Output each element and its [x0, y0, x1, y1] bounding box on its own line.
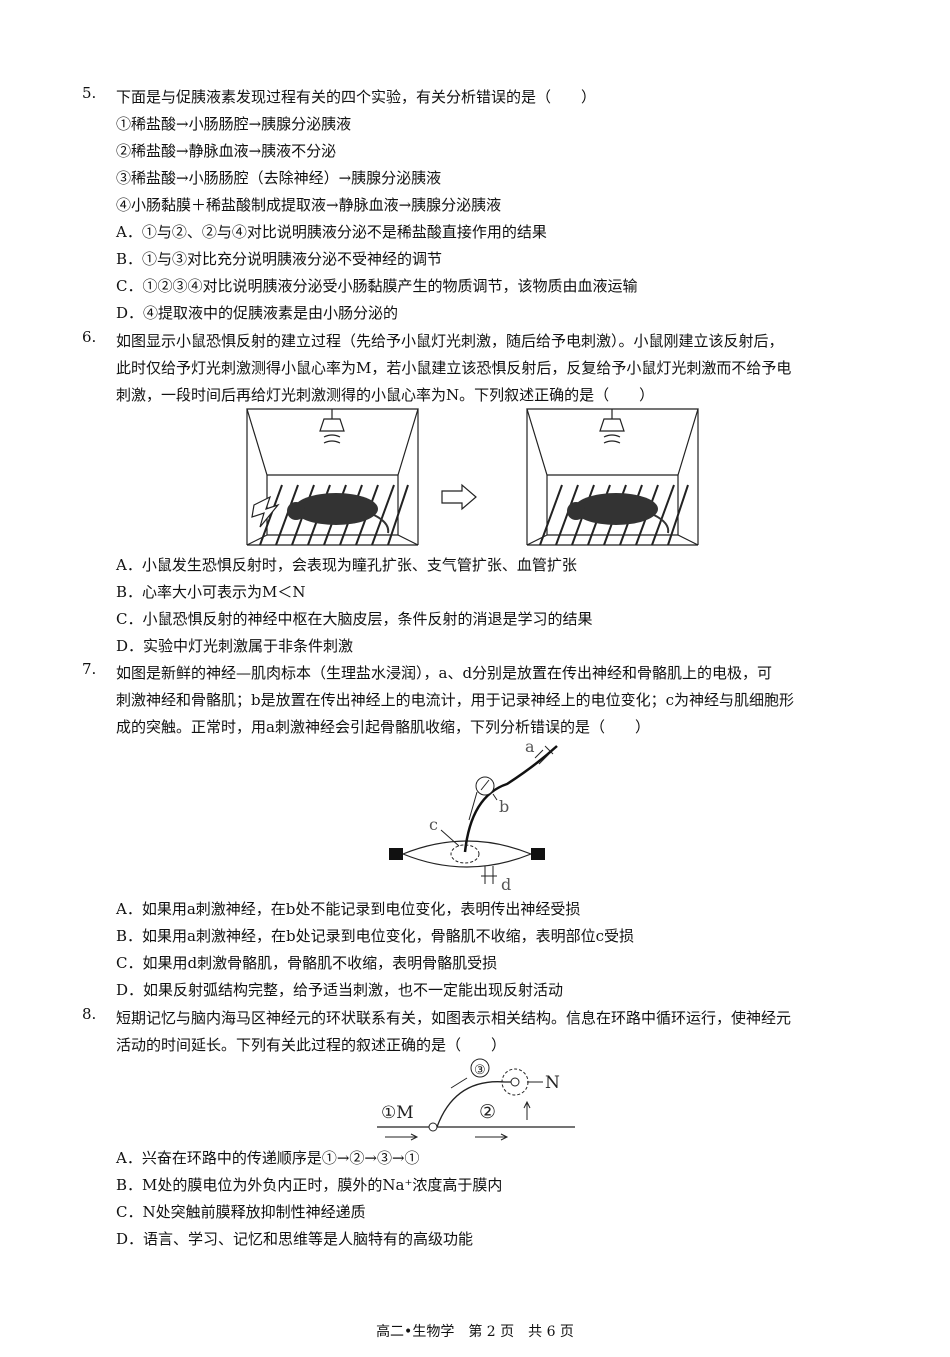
question-6: 6. 如图显示小鼠恐惧反射的建立过程（先给予小鼠灯光刺激，随后给予电刺激）。小鼠…: [82, 328, 890, 409]
muscle-tendon-left: [389, 848, 403, 860]
option-d: D．语言、学习、记忆和思维等是人脑特有的高级功能: [116, 1230, 474, 1248]
right-cage: [526, 408, 699, 546]
galvanometer-b-icon: [475, 776, 495, 796]
label-m: ①M: [381, 1103, 414, 1123]
label-d: d: [501, 875, 511, 894]
question-number: 5.: [82, 84, 97, 102]
label-b: b: [499, 797, 509, 816]
option-c: C．小鼠恐惧反射的神经中枢在大脑皮层，条件反射的消退是学习的结果: [116, 610, 593, 628]
electrode-d: [481, 866, 497, 884]
option-b: B．M处的膜电位为外负内正时，膜外的Na⁺浓度高于膜内: [116, 1176, 503, 1194]
neural-loop-figure: ①M N ③ ②: [377, 1058, 575, 1141]
question-stem-line: 刺激，一段时间后再给灯光刺激测得的小鼠心率为N。下列叙述正确的是（ ）: [116, 386, 655, 404]
question-number: 8.: [82, 1005, 97, 1023]
option-c: C．如果用d刺激骨骼肌，骨骼肌不收缩，表明骨骼肌受损: [116, 954, 498, 972]
experiment-item: ③稀盐酸→小肠肠腔（去除神经）→胰腺分泌胰液: [116, 169, 442, 187]
experiment-item: ①稀盐酸→小肠肠腔→胰腺分泌胰液: [116, 115, 352, 133]
arrow-up: [523, 1100, 531, 1120]
question-stem-line: 短期记忆与脑内海马区神经元的环状联系有关，如图表示相关结构。信息在环路中循环运行…: [116, 1009, 792, 1027]
option-d: D．实验中灯光刺激属于非条件刺激: [116, 637, 354, 655]
question-7-options: A．如果用a刺激神经，在b处不能记录到电位变化，表明传出神经受损 B．如果用a刺…: [82, 896, 890, 1004]
option-a: A．①与②、②与④对比说明胰液分泌不是稀盐酸直接作用的结果: [116, 223, 547, 241]
option-c: C．①②③④对比说明胰液分泌受小肠黏膜产生的物质调节，该物质由血液运输: [116, 277, 638, 295]
experiment-item: ④小肠黏膜＋稀盐酸制成提取液→静脉血液→胰腺分泌胰液: [116, 196, 502, 214]
question-5: 5. 下面是与促胰液素发现过程有关的四个实验，有关分析错误的是（ ） ①稀盐酸→…: [82, 84, 890, 327]
experiment-item: ②稀盐酸→静脉血液→胰液不分泌: [116, 142, 337, 160]
option-b: B．①与③对比充分说明胰液分泌不受神经的调节: [116, 250, 443, 268]
question-8-options: A．兴奋在环路中的传递顺序是①→②→③→① B．M处的膜电位为外负内正时，膜外的…: [82, 1145, 890, 1253]
nerve-muscle-figure: a b c d: [389, 737, 558, 894]
option-a: A．小鼠发生恐惧反射时，会表现为瞳孔扩张、支气管扩张、血管扩张: [116, 556, 577, 574]
transition-arrow-icon: [441, 483, 477, 511]
option-c: C．N处突触前膜释放抑制性神经递质: [116, 1203, 366, 1221]
question-stem-line: 成的突触。正常时，用a刺激神经会引起骨骼肌收缩，下列分析错误的是（ ）: [116, 718, 650, 736]
loop-path: [436, 1081, 515, 1128]
label-two: ②: [479, 1101, 496, 1123]
question-6-options: A．小鼠发生恐惧反射时，会表现为瞳孔扩张、支气管扩张、血管扩张 B．心率大小可表…: [82, 552, 890, 660]
lamp-icon: [319, 409, 345, 444]
question-stem-line: 刺激神经和骨骼肌；b是放置在传出神经上的电流计，用于记录神经上的电位变化；c为神…: [116, 691, 795, 709]
question-stem-line: 活动的时间延长。下列有关此过程的叙述正确的是（ ）: [116, 1036, 507, 1054]
question-8: 8. 短期记忆与脑内海马区神经元的环状联系有关，如图表示相关结构。信息在环路中循…: [82, 1005, 890, 1059]
question-number: 7.: [82, 660, 97, 678]
label-n: N: [545, 1073, 560, 1093]
label-c: c: [429, 815, 438, 834]
question-stem-line: 如图是新鲜的神经—肌肉标本（生理盐水浸润），a、d分别是放置在传出神经和骨骼肌上…: [116, 664, 773, 682]
option-d: D．④提取液中的促胰液素是由小肠分泌的: [116, 304, 399, 322]
arrow-right-2: [475, 1133, 509, 1141]
question-stem-line: 此时仅给予灯光刺激测得小鼠心率为M，若小鼠建立该恐惧反射后，反复给予小鼠灯光刺激…: [116, 359, 792, 377]
option-d: D．如果反射弧结构完整，给予适当刺激，也不一定能出现反射活动: [116, 981, 564, 999]
option-b: B．心率大小可表示为M＜N: [116, 583, 306, 601]
synapse-c: [450, 844, 480, 864]
arrow-right-1: [385, 1133, 419, 1141]
label-three: ③: [474, 1063, 486, 1078]
electric-shock-icon: [251, 495, 280, 528]
mouse-fear-reflex-figure: [246, 408, 699, 546]
efferent-nerve: [463, 745, 558, 853]
question-stem: 下面是与促胰液素发现过程有关的四个实验，有关分析错误的是（ ）: [116, 88, 597, 106]
question-number: 6.: [82, 328, 97, 346]
question-7: 7. 如图是新鲜的神经—肌肉标本（生理盐水浸润），a、d分别是放置在传出神经和骨…: [82, 660, 890, 741]
option-a: A．如果用a刺激神经，在b处不能记录到电位变化，表明传出神经受损: [116, 900, 581, 918]
mouse-icon: [287, 493, 390, 534]
label-a: a: [525, 737, 535, 756]
option-b: B．如果用a刺激神经，在b处记录到电位变化，骨骼肌不收缩，表明部位c受损: [116, 927, 634, 945]
page-footer: 高二•生物学 第 2 页 共 6 页: [376, 1324, 574, 1340]
option-a: A．兴奋在环路中的传递顺序是①→②→③→①: [116, 1149, 420, 1167]
question-stem-line: 如图显示小鼠恐惧反射的建立过程（先给予小鼠灯光刺激，随后给予电刺激）。小鼠刚建立…: [116, 332, 784, 350]
muscle-tendon-right: [531, 848, 545, 860]
electrode-a: [534, 745, 554, 765]
